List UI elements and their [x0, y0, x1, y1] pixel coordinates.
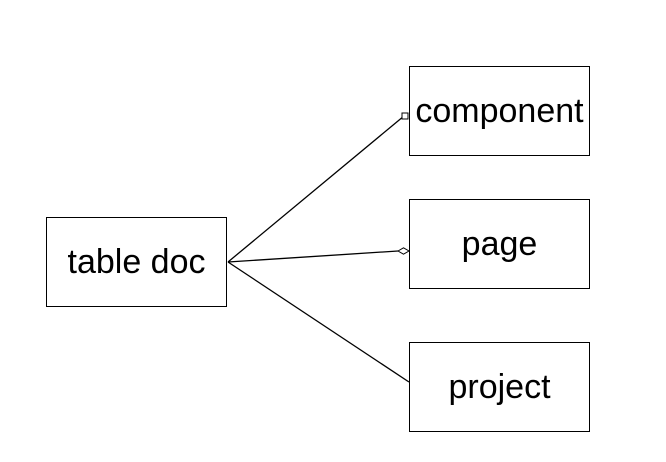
- node-table-doc[interactable]: table doc: [46, 217, 227, 307]
- node-label: project: [448, 367, 551, 406]
- node-label: table doc: [67, 242, 206, 281]
- node-label: page: [461, 224, 538, 263]
- edge-table-doc-to-page: [227, 250, 399, 263]
- edge-table-doc-to-component: [227, 115, 405, 263]
- node-project[interactable]: project: [409, 342, 590, 432]
- edge-end-diamond-marker: [397, 247, 410, 255]
- node-page[interactable]: page: [409, 199, 590, 289]
- node-label: component: [415, 91, 584, 130]
- edge-table-doc-to-project: [227, 261, 410, 383]
- node-component[interactable]: component: [409, 66, 590, 156]
- edge-end-square-marker: [401, 112, 409, 120]
